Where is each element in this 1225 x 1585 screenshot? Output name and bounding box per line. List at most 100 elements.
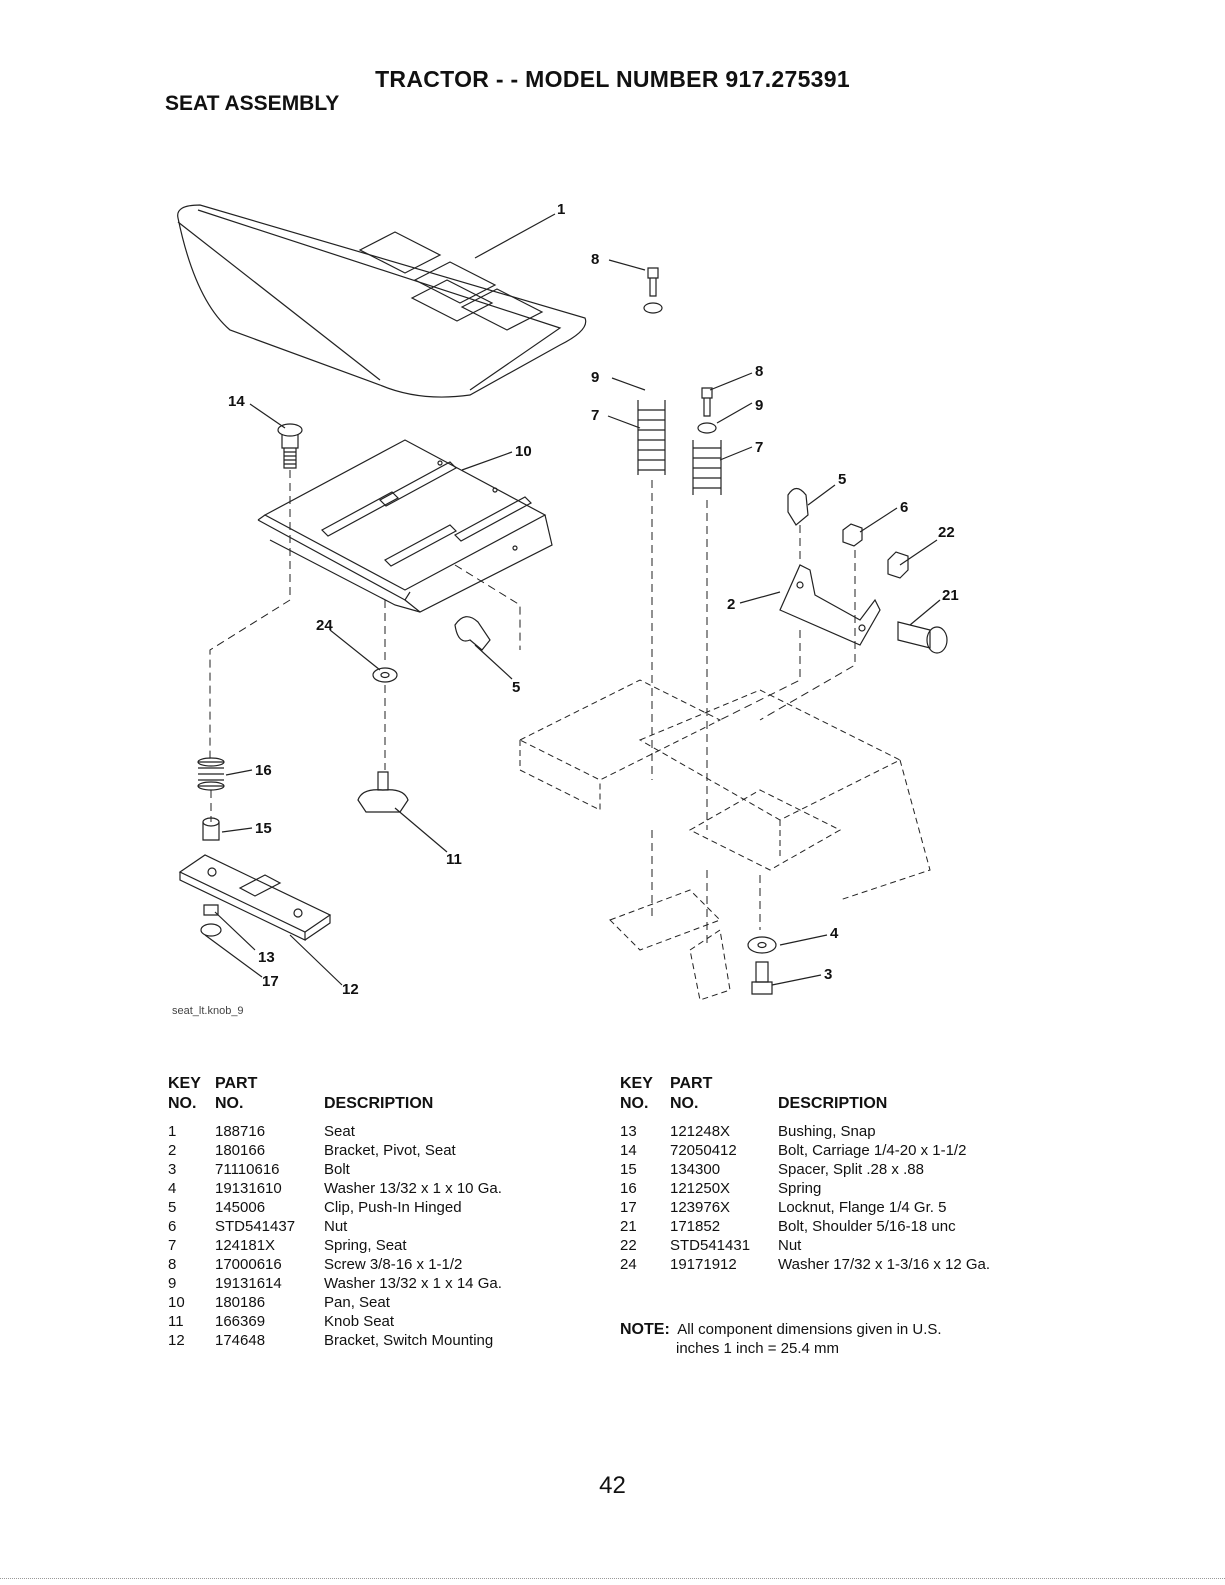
description-cell: Spring (778, 1180, 822, 1197)
note-line-2: inches 1 inch = 25.4 mm (676, 1340, 840, 1357)
figure-id: seat_lt.knob_9 (172, 1005, 244, 1017)
key-number-cell: 5 (168, 1199, 177, 1216)
shoulder-bolt-part (897, 621, 948, 654)
table-row: 10 180186 Pan, Seat (168, 1293, 502, 1312)
callout-3: 3 (824, 966, 832, 983)
seat-pan-part (257, 439, 553, 613)
callout-22: 22 (938, 524, 955, 541)
description-cell: Spacer, Split .28 x .88 (778, 1161, 924, 1178)
part-number-cell: 71110616 (215, 1161, 280, 1178)
description-header: DESCRIPTION (778, 1095, 888, 1112)
description-cell: Bracket, Switch Mounting (324, 1332, 494, 1349)
callout-2: 2 (727, 596, 735, 613)
description-cell: Screw 3/8-16 x 1-1/2 (324, 1256, 463, 1273)
description-cell: Washer 13/32 x 1 x 14 Ga. (324, 1275, 502, 1292)
bottom-divider (0, 1578, 1225, 1579)
section-title: SEAT ASSEMBLY (165, 92, 340, 115)
key-number-cell: 13 (620, 1123, 637, 1140)
description-cell: Knob Seat (324, 1313, 395, 1330)
key-number-cell: 24 (620, 1256, 637, 1273)
description-cell: Clip, Push-In Hinged (324, 1199, 462, 1216)
callout-13: 13 (258, 949, 275, 966)
part-number-cell: 72050412 (670, 1142, 737, 1159)
table-row: 15 134300 Spacer, Split .28 x .88 (620, 1160, 990, 1179)
callout-8-left: 8 (591, 251, 599, 268)
clip-right-part (787, 487, 809, 526)
callout-5-left: 5 (512, 679, 520, 696)
key-number-cell: 2 (168, 1142, 177, 1159)
knob-part (357, 771, 409, 813)
carriage-bolt-part (277, 423, 303, 469)
key-number-cell: 1 (168, 1123, 177, 1140)
description-cell: Washer 13/32 x 1 x 10 Ga. (324, 1180, 502, 1197)
switch-bracket-part (178, 854, 332, 941)
spring-part (197, 757, 225, 791)
callout-15: 15 (255, 820, 272, 837)
tractor-frame (518, 679, 931, 1001)
part-number-cell: 134300 (670, 1161, 721, 1178)
callout-17: 17 (262, 973, 279, 990)
washer-4-part (747, 936, 777, 954)
part-number-cell: 171852 (670, 1218, 721, 1235)
key-number-cell: 15 (620, 1161, 637, 1178)
description-cell: Bolt (324, 1161, 350, 1178)
bushing-part (200, 904, 222, 937)
description-header: DESCRIPTION (324, 1095, 434, 1112)
part-number-cell: 180166 (215, 1142, 266, 1159)
key-number-cell: 16 (620, 1180, 637, 1197)
description-cell: Seat (324, 1123, 355, 1140)
part-number-cell: 17000616 (215, 1256, 282, 1273)
callout-8-right: 8 (755, 363, 763, 380)
callout-5-right: 5 (838, 471, 846, 488)
callout-16: 16 (255, 762, 272, 779)
part-number-cell: 19131614 (215, 1275, 282, 1292)
key-number-cell: 3 (168, 1161, 177, 1178)
key-number-cell: 11 (168, 1313, 184, 1330)
callout-labels: 1 14 10 8 9 7 8 9 7 5 6 22 2 21 24 5 16 … (172, 201, 959, 1017)
callout-9-left: 9 (591, 369, 599, 386)
part-number-cell: 19171912 (670, 1256, 737, 1273)
callout-11: 11 (446, 851, 462, 868)
description-cell: Bushing, Snap (778, 1123, 876, 1140)
key-number-cell: 4 (168, 1180, 177, 1197)
key-number-cell: 17 (620, 1199, 637, 1216)
key-number-cell: 7 (168, 1237, 177, 1254)
description-cell: Spring, Seat (324, 1237, 407, 1254)
callout-10: 10 (515, 443, 532, 460)
table-row: 3 71110616 Bolt (168, 1160, 502, 1179)
description-cell: Locknut, Flange 1/4 Gr. 5 (778, 1199, 947, 1216)
callout-21: 21 (942, 587, 959, 604)
nut-part (842, 523, 909, 579)
part-number-cell: 166369 (215, 1313, 266, 1330)
seat-spring-left-part (637, 267, 666, 475)
key-number-cell: 22 (620, 1237, 637, 1254)
washer-part (372, 667, 398, 683)
part-number-cell: 180186 (215, 1294, 266, 1311)
description-cell: Pan, Seat (324, 1294, 390, 1311)
note-label: NOTE: (620, 1321, 670, 1338)
pivot-bracket-part (779, 564, 881, 646)
description-cell: Nut (324, 1218, 348, 1235)
alignment-lines (209, 470, 856, 945)
callout-7-left: 7 (591, 407, 599, 424)
description-cell: Bolt, Shoulder 5/16-18 unc (778, 1218, 956, 1235)
key-number-cell: 12 (168, 1332, 185, 1349)
description-cell: Bracket, Pivot, Seat (324, 1142, 456, 1159)
key-number-cell: 10 (168, 1294, 185, 1311)
